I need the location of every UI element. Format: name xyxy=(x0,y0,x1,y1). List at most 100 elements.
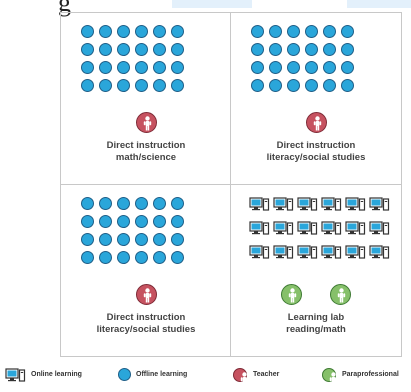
quadrant-title: Direct instruction xyxy=(106,312,186,323)
student-dot-icon xyxy=(135,79,148,92)
student-dot-icon xyxy=(171,251,184,264)
student-dot-icon xyxy=(305,79,318,92)
student-dot-icon xyxy=(99,61,112,74)
student-dot-icon xyxy=(117,233,130,246)
student-dot-icon xyxy=(153,61,166,74)
computer-icon xyxy=(5,368,26,382)
student-dot-icon xyxy=(269,79,282,92)
student-dot-icon xyxy=(81,215,94,228)
student-dot-icon xyxy=(99,79,112,92)
quadrant-subject: reading/math xyxy=(286,324,346,335)
student-dot-icon xyxy=(341,79,354,92)
student-dot-icon xyxy=(118,368,131,381)
student-dot-icon xyxy=(117,79,130,92)
student-dot-icon xyxy=(171,79,184,92)
student-dot-icon xyxy=(81,233,94,246)
student-dot-icon xyxy=(117,251,130,264)
student-dot-icon xyxy=(287,61,300,74)
student-dot-icon xyxy=(99,215,112,228)
student-dot-icon xyxy=(341,61,354,74)
student-dot-icon xyxy=(99,197,112,210)
student-dot-icon xyxy=(135,251,148,264)
computer-icon xyxy=(249,245,270,259)
paraprofessional-icon xyxy=(330,284,351,305)
computer-icon xyxy=(369,221,390,235)
student-dot-icon xyxy=(117,197,130,210)
quadrant-title: Learning lab xyxy=(287,312,345,323)
student-dot-icon xyxy=(153,233,166,246)
teacher-icon xyxy=(136,284,157,305)
student-dot-icon xyxy=(323,61,336,74)
student-dot-icon xyxy=(269,43,282,56)
student-dot-icon xyxy=(341,25,354,38)
legend-label: Paraprofessional xyxy=(342,371,399,378)
student-grid xyxy=(81,25,184,92)
student-dot-icon xyxy=(99,233,112,246)
computer-icon xyxy=(273,245,294,259)
student-dot-icon xyxy=(117,215,130,228)
computer-icon xyxy=(273,197,294,211)
quadrant-learning-lab: Learning lab reading/math xyxy=(231,185,401,356)
student-dot-icon xyxy=(171,197,184,210)
student-dot-icon xyxy=(153,251,166,264)
computer-icon xyxy=(321,221,342,235)
quadrant-literacy-social-studies-2: Direct instruction literacy/social studi… xyxy=(61,185,231,356)
student-grid xyxy=(251,25,354,92)
student-dot-icon xyxy=(135,61,148,74)
student-dot-icon xyxy=(81,25,94,38)
quadrant-title: Direct instruction xyxy=(106,140,186,151)
student-dot-icon xyxy=(171,61,184,74)
student-dot-icon xyxy=(153,79,166,92)
student-dot-icon xyxy=(287,79,300,92)
computer-icon xyxy=(297,221,318,235)
computer-icon xyxy=(369,197,390,211)
classroom-grid: Direct instruction math/science Direct i… xyxy=(60,12,402,357)
teacher-icon xyxy=(136,112,157,133)
legend-label: Teacher xyxy=(253,371,280,378)
student-dot-icon xyxy=(305,25,318,38)
computer-icon xyxy=(297,245,318,259)
legend-label: Online learning xyxy=(31,371,82,378)
student-dot-icon xyxy=(153,197,166,210)
computer-icon xyxy=(249,197,270,211)
student-dot-icon xyxy=(269,25,282,38)
student-dot-icon xyxy=(341,43,354,56)
student-dot-icon xyxy=(251,25,264,38)
student-dot-icon xyxy=(81,251,94,264)
quadrant-literacy-social-studies: Direct instruction literacy/social studi… xyxy=(231,13,401,185)
quadrant-subject: math/science xyxy=(115,152,177,163)
header-highlight xyxy=(347,0,411,8)
student-dot-icon xyxy=(135,43,148,56)
student-dot-icon xyxy=(99,25,112,38)
student-dot-icon xyxy=(117,25,130,38)
student-dot-icon xyxy=(251,79,264,92)
student-dot-icon xyxy=(305,61,318,74)
teacher-icon xyxy=(306,112,327,133)
student-dot-icon xyxy=(269,61,282,74)
student-dot-icon xyxy=(171,215,184,228)
student-dot-icon xyxy=(287,43,300,56)
student-dot-icon xyxy=(287,25,300,38)
student-dot-icon xyxy=(305,43,318,56)
paraprofessional-icon xyxy=(322,368,338,387)
legend-label: Offline learning xyxy=(136,371,188,378)
student-dot-icon xyxy=(81,61,94,74)
computer-icon xyxy=(345,245,366,259)
student-dot-icon xyxy=(135,197,148,210)
teacher-icon xyxy=(233,368,249,387)
quadrant-title: Direct instruction xyxy=(276,140,356,151)
student-dot-icon xyxy=(323,79,336,92)
student-dot-icon xyxy=(81,197,94,210)
student-dot-icon xyxy=(135,233,148,246)
computer-icon xyxy=(249,221,270,235)
student-dot-icon xyxy=(153,25,166,38)
student-dot-icon xyxy=(153,43,166,56)
quadrant-math-science: Direct instruction math/science xyxy=(61,13,231,185)
student-dot-icon xyxy=(135,25,148,38)
student-dot-icon xyxy=(251,43,264,56)
student-dot-icon xyxy=(251,61,264,74)
student-dot-icon xyxy=(135,215,148,228)
computer-icon xyxy=(345,197,366,211)
student-grid xyxy=(81,197,184,264)
computer-grid xyxy=(249,197,390,259)
